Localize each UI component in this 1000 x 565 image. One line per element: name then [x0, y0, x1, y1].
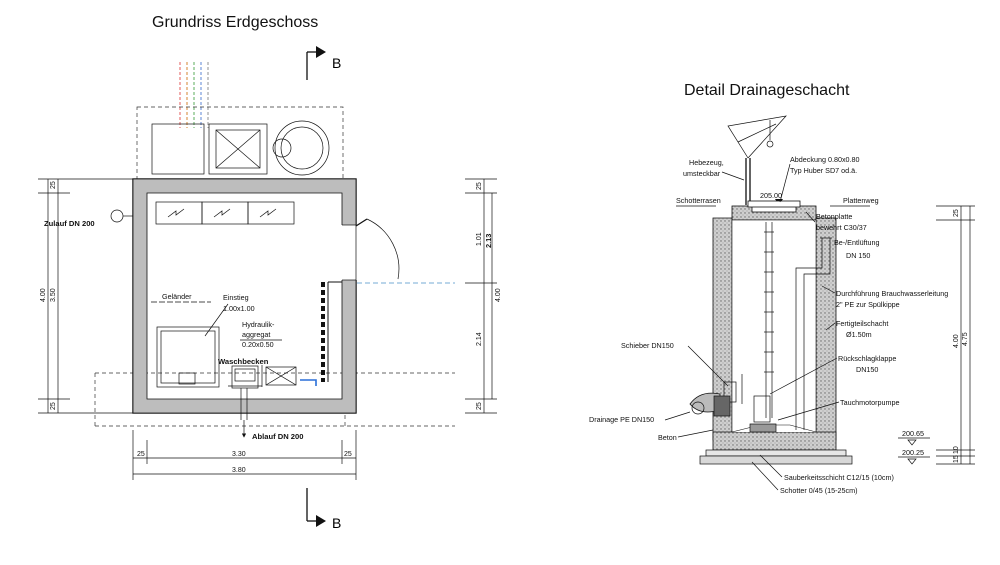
vent-label-2: DN 150: [846, 251, 870, 260]
hoist: [727, 115, 787, 205]
entry-hatch: Geländer Einstieg 1.00x1.00: [151, 292, 255, 388]
check-valve-label-1: Rückschlagklappe: [838, 354, 896, 363]
left-dimensions: 25 3.50 4.00 25: [38, 178, 133, 414]
building-walls: [132, 178, 357, 414]
drainage-label: Drainage PE DN150: [589, 415, 654, 424]
hydraulic-unit: Hydraulik- aggregat 0.20x0.50 Waschbecke…: [218, 320, 297, 389]
dim-bottom-right: 25: [344, 451, 352, 458]
level-mid-label: 200.65: [902, 429, 924, 438]
dim-shaft-bottom-10: 10: [953, 446, 960, 454]
concrete-label: Beton: [658, 433, 677, 442]
sink-label: Waschbecken: [218, 357, 269, 366]
floor-plan: B B: [38, 46, 502, 531]
level-bottom-label: 200.25: [902, 448, 924, 457]
precast-label-1: Fertigteilschacht: [836, 319, 888, 328]
dim-left-inner: 3.50: [50, 288, 57, 302]
cable-pit: [151, 123, 205, 175]
precast-label-2: Ø1.50m: [846, 330, 872, 339]
section-marker-bottom: B: [306, 488, 341, 531]
cover-label-2: Typ Huber SD7 od.ä.: [790, 166, 857, 175]
railing-label: Geländer: [162, 292, 192, 301]
entry-label: Einstieg: [223, 293, 249, 302]
gravel-layer: [699, 455, 853, 465]
electrical-cabinets: [155, 201, 295, 225]
gravel-lawn-label: Schotterrasen: [676, 196, 721, 205]
dim-right-top: 25: [476, 182, 483, 190]
dim-right-a: 1.01: [476, 232, 483, 246]
transformer-box: [208, 123, 268, 175]
dim-bottom-inner: 3.30: [232, 451, 246, 458]
round-manhole: [274, 120, 330, 176]
dim-bottom-total: 3.80: [232, 467, 246, 474]
door: [355, 218, 400, 280]
shaft-wall-right: [815, 217, 837, 441]
cable-feeds: [179, 62, 209, 128]
concrete-slab-label-2: bewehrt C30/37: [816, 223, 867, 232]
hoist-label-1: Hebezeug,: [689, 158, 724, 167]
shaft-dimensions: 25 4.00 4.75 10 15: [936, 205, 975, 465]
check-valve-label-2: DN150: [856, 365, 878, 374]
outlet-label: Ablauf DN 200: [252, 432, 303, 441]
concrete-slab-label-1: Betonplatte: [816, 212, 852, 221]
gravel-label: Schotter 0/45 (15-25cm): [780, 486, 858, 495]
hydraulic-size-label: 0.20x0.50: [242, 340, 274, 349]
dim-right-bottom: 25: [476, 402, 483, 410]
hydraulic-label-2: aggregat: [242, 330, 270, 339]
shaft-base: [712, 431, 837, 451]
hydraulic-label-1: Hydraulik-: [242, 320, 275, 329]
dim-right-b: 2.13: [484, 234, 493, 248]
shaft-cover: [747, 200, 801, 208]
dim-shaft-top: 25: [953, 209, 960, 217]
blinding-label: Sauberkeitsschicht C12/15 (10cm): [784, 473, 894, 482]
section-label-top: B: [332, 55, 341, 71]
entry-size-label: 1.00x1.00: [223, 304, 255, 313]
dim-shaft-inner: 4.00: [953, 334, 960, 348]
hoist-label-2: umsteckbar: [683, 169, 721, 178]
bottom-dimensions: 25 3.30 25 3.80: [132, 430, 357, 480]
inlet-label: Zulauf DN 200: [44, 219, 95, 228]
inlet-pipe: Zulauf DN 200: [44, 209, 133, 228]
dim-left-bottom: 25: [50, 402, 57, 410]
gate-valve-label: Schieber DN150: [621, 341, 674, 350]
shaft-detail: Hebezeug, umsteckbar Schotterrasen 205.0…: [589, 115, 975, 495]
dim-shaft-total: 4.75: [962, 332, 969, 346]
level-top-label: 205.00: [760, 191, 782, 200]
floor-plan-title: Grundriss Erdgeschoss: [152, 14, 318, 31]
shaft-detail-title: Detail Drainageschacht: [684, 82, 850, 99]
blinding-layer: [705, 449, 847, 457]
feedthrough-label-2: 2" PE zur Spülkippe: [836, 300, 900, 309]
cover-label-1: Abdeckung 0.80x0.80: [790, 155, 860, 164]
drain-pipes: [300, 281, 455, 386]
pump-label: Tauchmotorpumpe: [840, 398, 900, 407]
pump-assembly: [689, 374, 777, 433]
dim-left-top: 25: [50, 181, 57, 189]
dim-shaft-bottom-15: 15: [953, 455, 960, 463]
outlet-pipe: Ablauf DN 200: [240, 388, 303, 441]
dim-right-total: 4.00: [495, 288, 502, 302]
ladder: [764, 222, 774, 418]
dim-left-total: 4.00: [40, 288, 47, 302]
vent-label-1: Be-/Entlüftung: [834, 238, 880, 247]
right-dimensions: 25 1.01 2.13 2.14 4.00 25: [465, 178, 502, 414]
dim-right-c: 2.14: [476, 332, 483, 346]
paving-label: Plattenweg: [843, 196, 879, 205]
vent-pipe: [795, 237, 832, 430]
section-label-bottom: B: [332, 515, 341, 531]
dim-bottom-left: 25: [137, 451, 145, 458]
feedthrough-label-1: Durchführung Brauchwasserleitung: [836, 289, 948, 298]
section-marker-top: B: [306, 46, 341, 80]
